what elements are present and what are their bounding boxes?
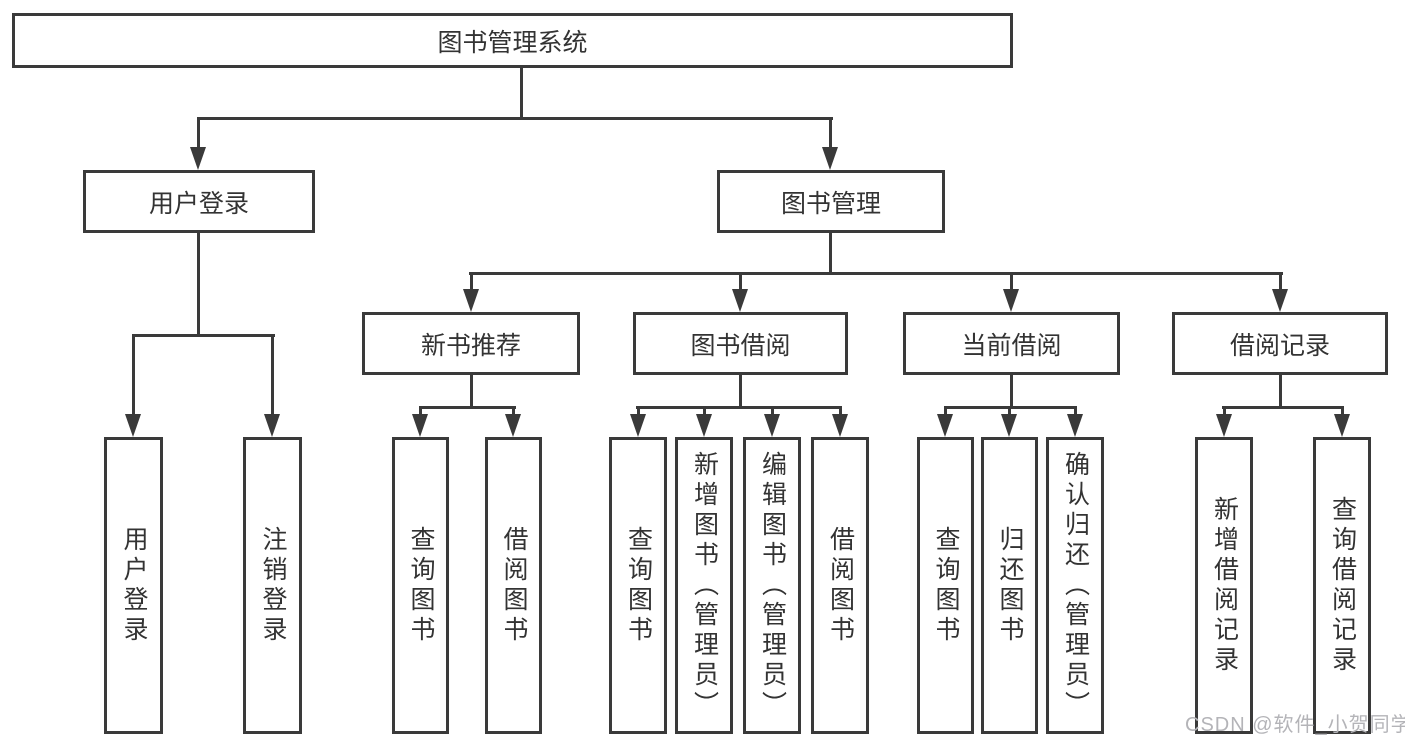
connector-line bbox=[1223, 406, 1226, 416]
connector-line bbox=[739, 373, 742, 408]
arrow-down-icon bbox=[732, 289, 748, 312]
leaf-label: 借阅图书 bbox=[500, 525, 528, 646]
leaf-borrow-books-borrow: 借阅图书 bbox=[811, 437, 869, 734]
connector-line bbox=[1008, 406, 1011, 416]
leaf-label: 新增借阅记录 bbox=[1210, 495, 1239, 676]
connector-line bbox=[520, 66, 523, 119]
leaf-query-books-recommend: 查询图书 bbox=[392, 437, 449, 734]
arrow-down-icon bbox=[832, 414, 848, 437]
connector-line bbox=[1279, 272, 1282, 290]
leaf-query-books-current: 查询图书 bbox=[917, 437, 974, 734]
connector-line bbox=[470, 373, 473, 408]
connector-line bbox=[739, 272, 742, 290]
leaf-add-borrow-record: 新增借阅记录 bbox=[1195, 437, 1253, 734]
connector-line bbox=[1341, 406, 1344, 416]
leaf-label: 注销登录 bbox=[259, 525, 287, 646]
node-label: 图书管理 bbox=[780, 189, 881, 218]
node-book-management: 图书管理 bbox=[717, 170, 945, 233]
connector-line bbox=[419, 406, 422, 416]
leaf-label: 借阅图书 bbox=[826, 525, 855, 646]
arrow-down-icon bbox=[1216, 414, 1232, 437]
connector-line bbox=[771, 406, 774, 416]
connector-line bbox=[1010, 373, 1013, 408]
leaf-user-login: 用户登录 bbox=[104, 437, 163, 734]
connector-line bbox=[470, 272, 473, 290]
leaf-return-book: 归还图书 bbox=[981, 437, 1038, 734]
leaf-borrow-books-recommend: 借阅图书 bbox=[485, 437, 542, 734]
leaf-query-borrow-record: 查询借阅记录 bbox=[1313, 437, 1371, 734]
node-label: 借阅记录 bbox=[1229, 331, 1330, 360]
connector-line bbox=[637, 406, 640, 416]
connector-line bbox=[132, 334, 135, 416]
arrow-down-icon bbox=[696, 414, 712, 437]
connector-line bbox=[636, 406, 842, 409]
leaf-edit-book-admin: 编辑图书（管理员） bbox=[743, 437, 801, 734]
connector-line bbox=[1222, 406, 1344, 409]
connector-line bbox=[197, 117, 833, 120]
node-new-book-recommend: 新书推荐 bbox=[362, 312, 580, 375]
node-borrowing-records: 借阅记录 bbox=[1172, 312, 1388, 375]
watermark-text: CSDN @软件_小贺同学 bbox=[1185, 714, 1405, 736]
connector-line bbox=[469, 272, 1283, 275]
arrow-down-icon bbox=[822, 147, 838, 170]
leaf-add-book-admin: 新增图书（管理员） bbox=[675, 437, 733, 734]
connector-line bbox=[512, 406, 515, 416]
node-label: 图书管理系统 bbox=[437, 28, 588, 57]
connector-line bbox=[197, 117, 200, 149]
connector-line bbox=[829, 232, 832, 274]
connector-line bbox=[271, 334, 274, 416]
connector-line bbox=[839, 406, 842, 416]
leaf-label: 编辑图书（管理员） bbox=[758, 450, 787, 721]
arrow-down-icon bbox=[505, 414, 521, 437]
connector-line bbox=[419, 406, 516, 409]
leaf-confirm-return-admin: 确认归还（管理员） bbox=[1046, 437, 1104, 734]
arrow-down-icon bbox=[125, 414, 141, 437]
arrow-down-icon bbox=[190, 147, 206, 170]
arrow-down-icon bbox=[412, 414, 428, 437]
leaf-label: 查询借阅记录 bbox=[1328, 495, 1357, 676]
leaf-label: 查询图书 bbox=[932, 525, 960, 646]
connector-line bbox=[1074, 406, 1077, 416]
arrow-down-icon bbox=[463, 289, 479, 312]
connector-line bbox=[703, 406, 706, 416]
leaf-label: 归还图书 bbox=[996, 525, 1024, 646]
arrow-down-icon bbox=[1001, 414, 1017, 437]
connector-line bbox=[197, 232, 200, 336]
leaf-label: 用户登录 bbox=[120, 525, 148, 646]
leaf-label: 新增图书（管理员） bbox=[690, 450, 719, 721]
leaf-label: 查询图书 bbox=[624, 525, 653, 646]
connector-line bbox=[944, 406, 947, 416]
connector-line bbox=[132, 334, 275, 337]
arrow-down-icon bbox=[764, 414, 780, 437]
leaf-logout: 注销登录 bbox=[243, 437, 302, 734]
node-label: 用户登录 bbox=[148, 189, 249, 218]
node-user-login: 用户登录 bbox=[83, 170, 315, 233]
leaf-label: 确认归还（管理员） bbox=[1061, 450, 1090, 721]
node-book-borrowing: 图书借阅 bbox=[633, 312, 848, 375]
node-label: 图书借阅 bbox=[690, 331, 791, 360]
arrow-down-icon bbox=[1272, 289, 1288, 312]
connector-line bbox=[1010, 272, 1013, 290]
arrow-down-icon bbox=[1067, 414, 1083, 437]
connector-line bbox=[829, 117, 832, 149]
node-label: 当前借阅 bbox=[961, 331, 1062, 360]
leaf-label: 查询图书 bbox=[407, 525, 435, 646]
node-label: 新书推荐 bbox=[420, 331, 521, 360]
arrow-down-icon bbox=[1003, 289, 1019, 312]
arrow-down-icon bbox=[1334, 414, 1350, 437]
node-library-system: 图书管理系统 bbox=[12, 13, 1013, 68]
leaf-query-books-borrow: 查询图书 bbox=[609, 437, 667, 734]
arrow-down-icon bbox=[264, 414, 280, 437]
connector-line bbox=[1279, 373, 1282, 408]
node-current-borrowing: 当前借阅 bbox=[903, 312, 1120, 375]
arrow-down-icon bbox=[937, 414, 953, 437]
arrow-down-icon bbox=[630, 414, 646, 437]
